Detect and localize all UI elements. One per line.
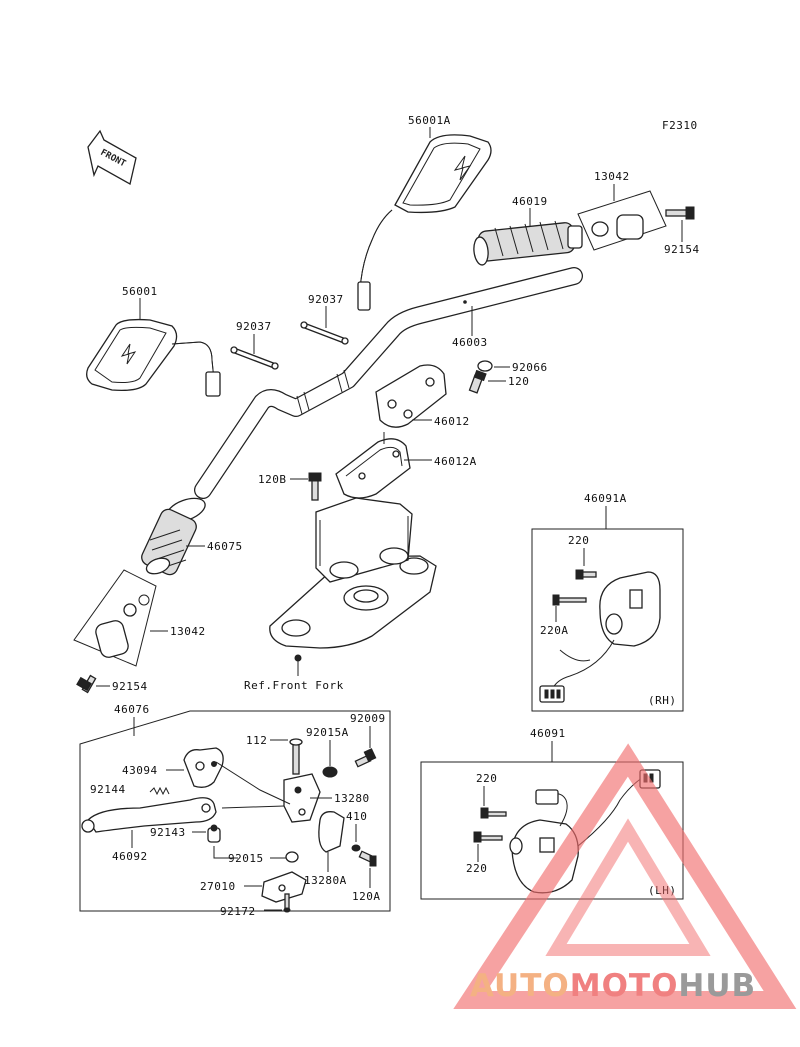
label-220-rh: 220 bbox=[568, 534, 589, 547]
bar-end-weight-right bbox=[577, 190, 667, 251]
spring-92144 bbox=[149, 786, 170, 796]
label-43094: 43094 bbox=[122, 764, 158, 777]
bolt-120A bbox=[358, 850, 377, 867]
label-120: 120 bbox=[508, 375, 529, 388]
label-46076: 46076 bbox=[114, 703, 150, 716]
label-120A: 120A bbox=[352, 890, 381, 903]
switch-27010 bbox=[261, 871, 307, 903]
mirror-right bbox=[357, 134, 492, 311]
switch-rh-box bbox=[531, 528, 684, 712]
screw-220-lh-a bbox=[480, 807, 507, 819]
ref-front-fork-label: Ref.Front Fork bbox=[244, 679, 344, 692]
switch-housing-rh bbox=[539, 571, 661, 703]
label-112: 112 bbox=[246, 734, 267, 747]
front-arrow-icon: FRONT bbox=[87, 129, 137, 185]
watermark-part-auto: AUTO bbox=[470, 968, 570, 1004]
label-92172: 92172 bbox=[220, 905, 256, 918]
watermark-part-moto: MOTO bbox=[570, 968, 679, 1004]
bar-end-weight-left bbox=[73, 569, 157, 667]
washer-410 bbox=[351, 844, 361, 852]
clamp-92037-a bbox=[230, 346, 279, 370]
label-92066: 92066 bbox=[512, 361, 548, 374]
label-13280: 13280 bbox=[334, 792, 370, 805]
label-92037-b: 92037 bbox=[308, 293, 344, 306]
nut-92015A bbox=[322, 766, 338, 778]
screw-220A-rh bbox=[552, 594, 587, 606]
bolt-92154-top bbox=[665, 206, 695, 220]
label-92154-top: 92154 bbox=[664, 243, 700, 256]
grip-left-46075 bbox=[141, 497, 206, 576]
watermark-triangle-icon bbox=[453, 743, 797, 1009]
lever-assembly-box bbox=[79, 710, 391, 912]
screw-220-lh-b bbox=[473, 831, 503, 843]
screw-220-rh bbox=[575, 569, 597, 580]
watermark-text: AUTOMOTOHUB bbox=[470, 968, 756, 1004]
label-92015: 92015 bbox=[228, 852, 264, 865]
label-46003: 46003 bbox=[452, 336, 488, 349]
collar-92143 bbox=[207, 824, 221, 843]
label-220-lh-a: 220 bbox=[476, 772, 497, 785]
label-46012A: 46012A bbox=[434, 455, 477, 468]
label-46092: 46092 bbox=[112, 850, 148, 863]
label-120B: 120B bbox=[258, 473, 287, 486]
label-27010: 27010 bbox=[200, 880, 236, 893]
bolt-112 bbox=[289, 738, 303, 775]
watermark-logo bbox=[453, 743, 797, 1009]
clamp-92037-b bbox=[300, 321, 349, 345]
label-13042-top: 13042 bbox=[594, 170, 630, 183]
label-92037-a: 92037 bbox=[236, 320, 272, 333]
mirror-left bbox=[86, 318, 221, 397]
label-92144: 92144 bbox=[90, 783, 126, 796]
nut-92015 bbox=[285, 851, 299, 863]
bolt-120 bbox=[468, 369, 487, 394]
washer-92066 bbox=[477, 360, 493, 372]
label-13280A: 13280A bbox=[304, 874, 347, 887]
grip-right-46019 bbox=[473, 220, 583, 266]
label-46019: 46019 bbox=[512, 195, 548, 208]
label-56001A: 56001A bbox=[408, 114, 451, 127]
screw-92009 bbox=[354, 748, 377, 768]
bolt-120B bbox=[308, 472, 322, 501]
holder-lower-46012A bbox=[335, 438, 411, 499]
screw-92172 bbox=[283, 893, 291, 913]
label-46075: 46075 bbox=[207, 540, 243, 553]
label-92154-bottom: 92154 bbox=[112, 680, 148, 693]
label-220-lh-b: 220 bbox=[466, 862, 487, 875]
label-410: 410 bbox=[346, 810, 367, 823]
label-92015A: 92015A bbox=[306, 726, 349, 739]
label-56001: 56001 bbox=[122, 285, 158, 298]
label-220A-rh: 220A bbox=[540, 624, 569, 637]
figure-code: F2310 bbox=[662, 119, 698, 132]
handlebar-46003 bbox=[194, 267, 583, 499]
bracket-43094 bbox=[183, 747, 224, 788]
triple-clamp-front-fork bbox=[269, 497, 437, 662]
holder-13280 bbox=[283, 773, 321, 823]
label-46012: 46012 bbox=[434, 415, 470, 428]
lever-46092 bbox=[81, 797, 217, 833]
label-13042-bottom: 13042 bbox=[170, 625, 206, 638]
label-92009: 92009 bbox=[350, 712, 386, 725]
label-92143: 92143 bbox=[150, 826, 186, 839]
tag-rh: (RH) bbox=[648, 694, 677, 707]
holder-upper-46012 bbox=[375, 364, 447, 428]
label-46091A: 46091A bbox=[584, 492, 627, 505]
label-46091: 46091 bbox=[530, 727, 566, 740]
watermark-part-hub: HUB bbox=[678, 968, 756, 1004]
clamp-13280A bbox=[318, 811, 345, 853]
bolt-92154-bottom bbox=[76, 674, 97, 694]
